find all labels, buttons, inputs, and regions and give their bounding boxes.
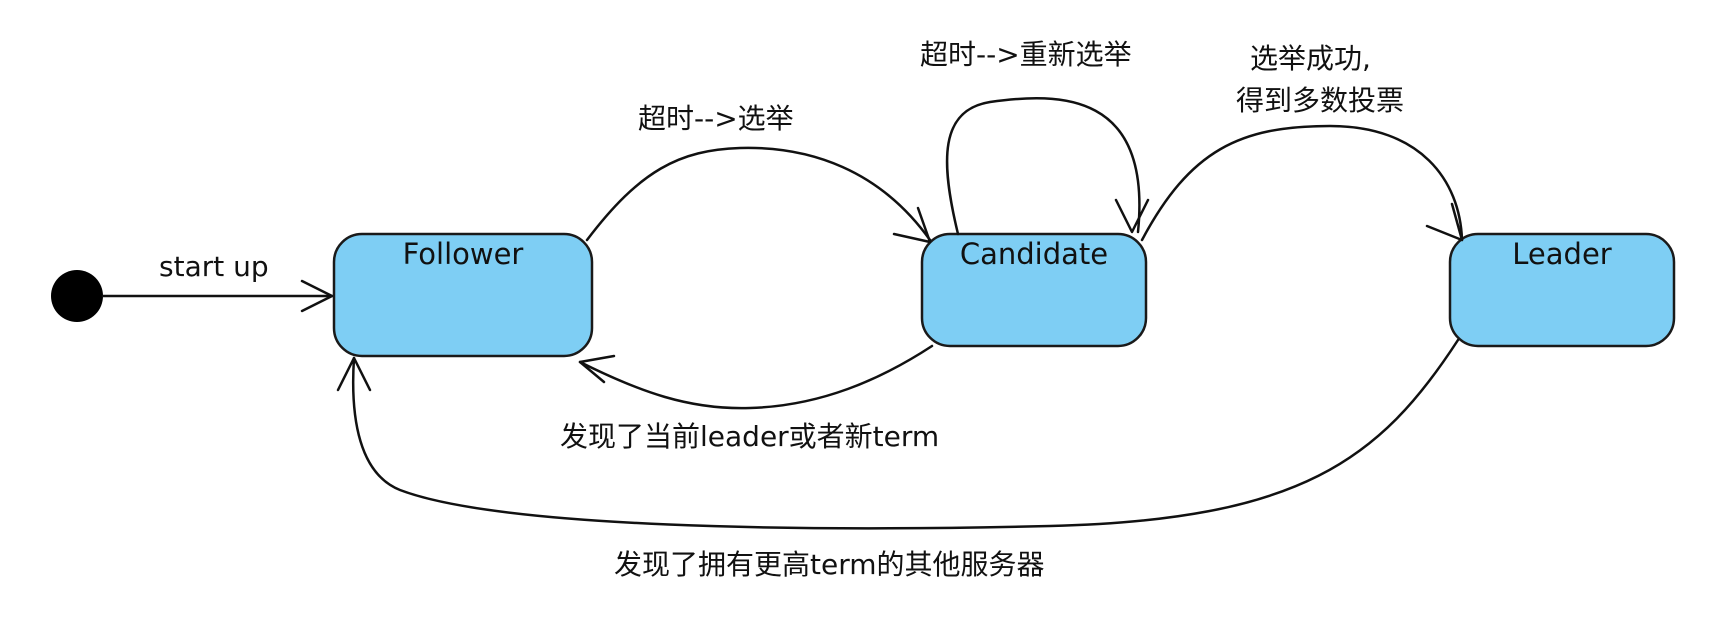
transition-candidate-self-loop-label: 超时-->重新选举: [920, 38, 1132, 71]
state-leader-label: Leader: [1512, 237, 1612, 271]
start-up-transition: [101, 279, 334, 313]
transition-leader-to-follower: [336, 338, 1460, 530]
start-up-label: start up: [159, 250, 269, 283]
state-candidate: Candidate: [920, 232, 1148, 348]
transition-candidate-to-leader-label-line1: 选举成功,: [1250, 42, 1371, 75]
state-candidate-label: Candidate: [960, 237, 1108, 271]
transition-candidate-self-loop: [945, 96, 1150, 236]
transition-candidate-to-leader: [1140, 124, 1464, 242]
transition-candidate-to-leader-label-line2: 得到多数投票: [1236, 84, 1404, 117]
transition-follower-to-candidate: [585, 146, 932, 244]
transition-candidate-to-follower: [578, 344, 934, 410]
transition-follower-to-candidate-label: 超时-->选举: [638, 102, 794, 135]
state-follower-label: Follower: [403, 237, 524, 271]
state-leader: Leader: [1448, 232, 1676, 348]
transition-candidate-to-follower-label: 发现了当前leader或者新term: [560, 420, 939, 453]
transition-leader-to-follower-label: 发现了拥有更高term的其他服务器: [614, 548, 1045, 581]
state-follower: Follower: [332, 232, 594, 358]
initial-state-dot: [51, 270, 103, 322]
